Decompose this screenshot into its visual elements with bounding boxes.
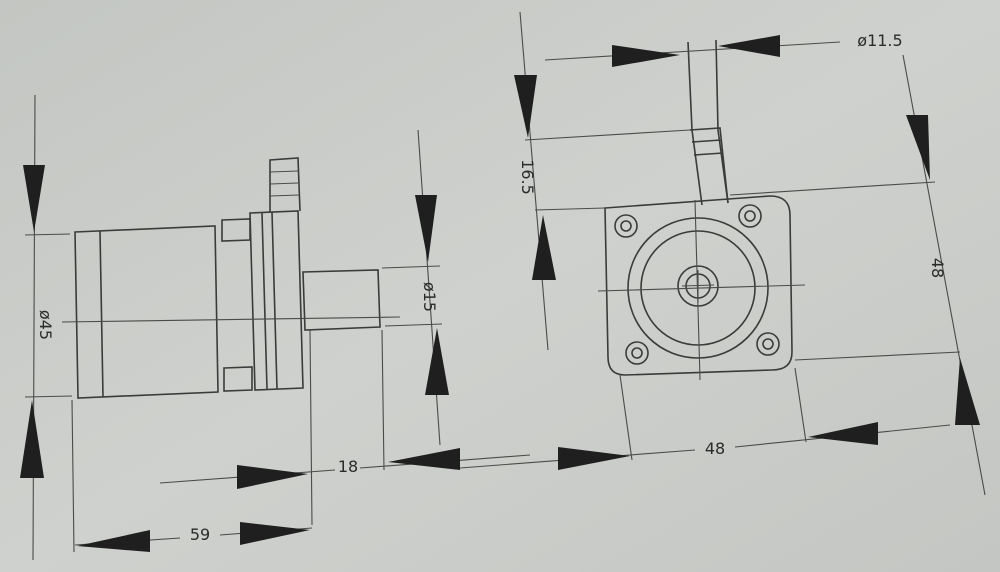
dimension-outlet-diameter: ø11.5 [544, 31, 903, 67]
outlet-height-label: 16.5 [518, 159, 537, 195]
pump-side-view [61, 157, 401, 399]
dimension-flange-width: 48 [459, 367, 951, 470]
dimension-inlet-length: 18 [159, 329, 531, 526]
total-length-label: 59 [190, 525, 210, 544]
dimension-body-diameter: ø45 [20, 94, 73, 561]
pump-front-view [597, 39, 806, 381]
dimension-inlet-diameter: ø15 [381, 129, 449, 446]
body-diameter-label: ø45 [36, 310, 55, 340]
inlet-length-label: 18 [338, 457, 358, 476]
outlet-diameter-label: ø11.5 [857, 31, 902, 50]
dimension-outlet-height: 16.5 [514, 11, 691, 351]
dimension-total-length: 59 [71, 399, 313, 553]
inlet-diameter-label: ø15 [420, 282, 439, 312]
bolt-holes [614, 204, 780, 365]
dimension-flange-height: 48 [729, 54, 986, 496]
flange-height-label: 48 [928, 258, 947, 278]
flange-width-label: 48 [705, 439, 725, 458]
